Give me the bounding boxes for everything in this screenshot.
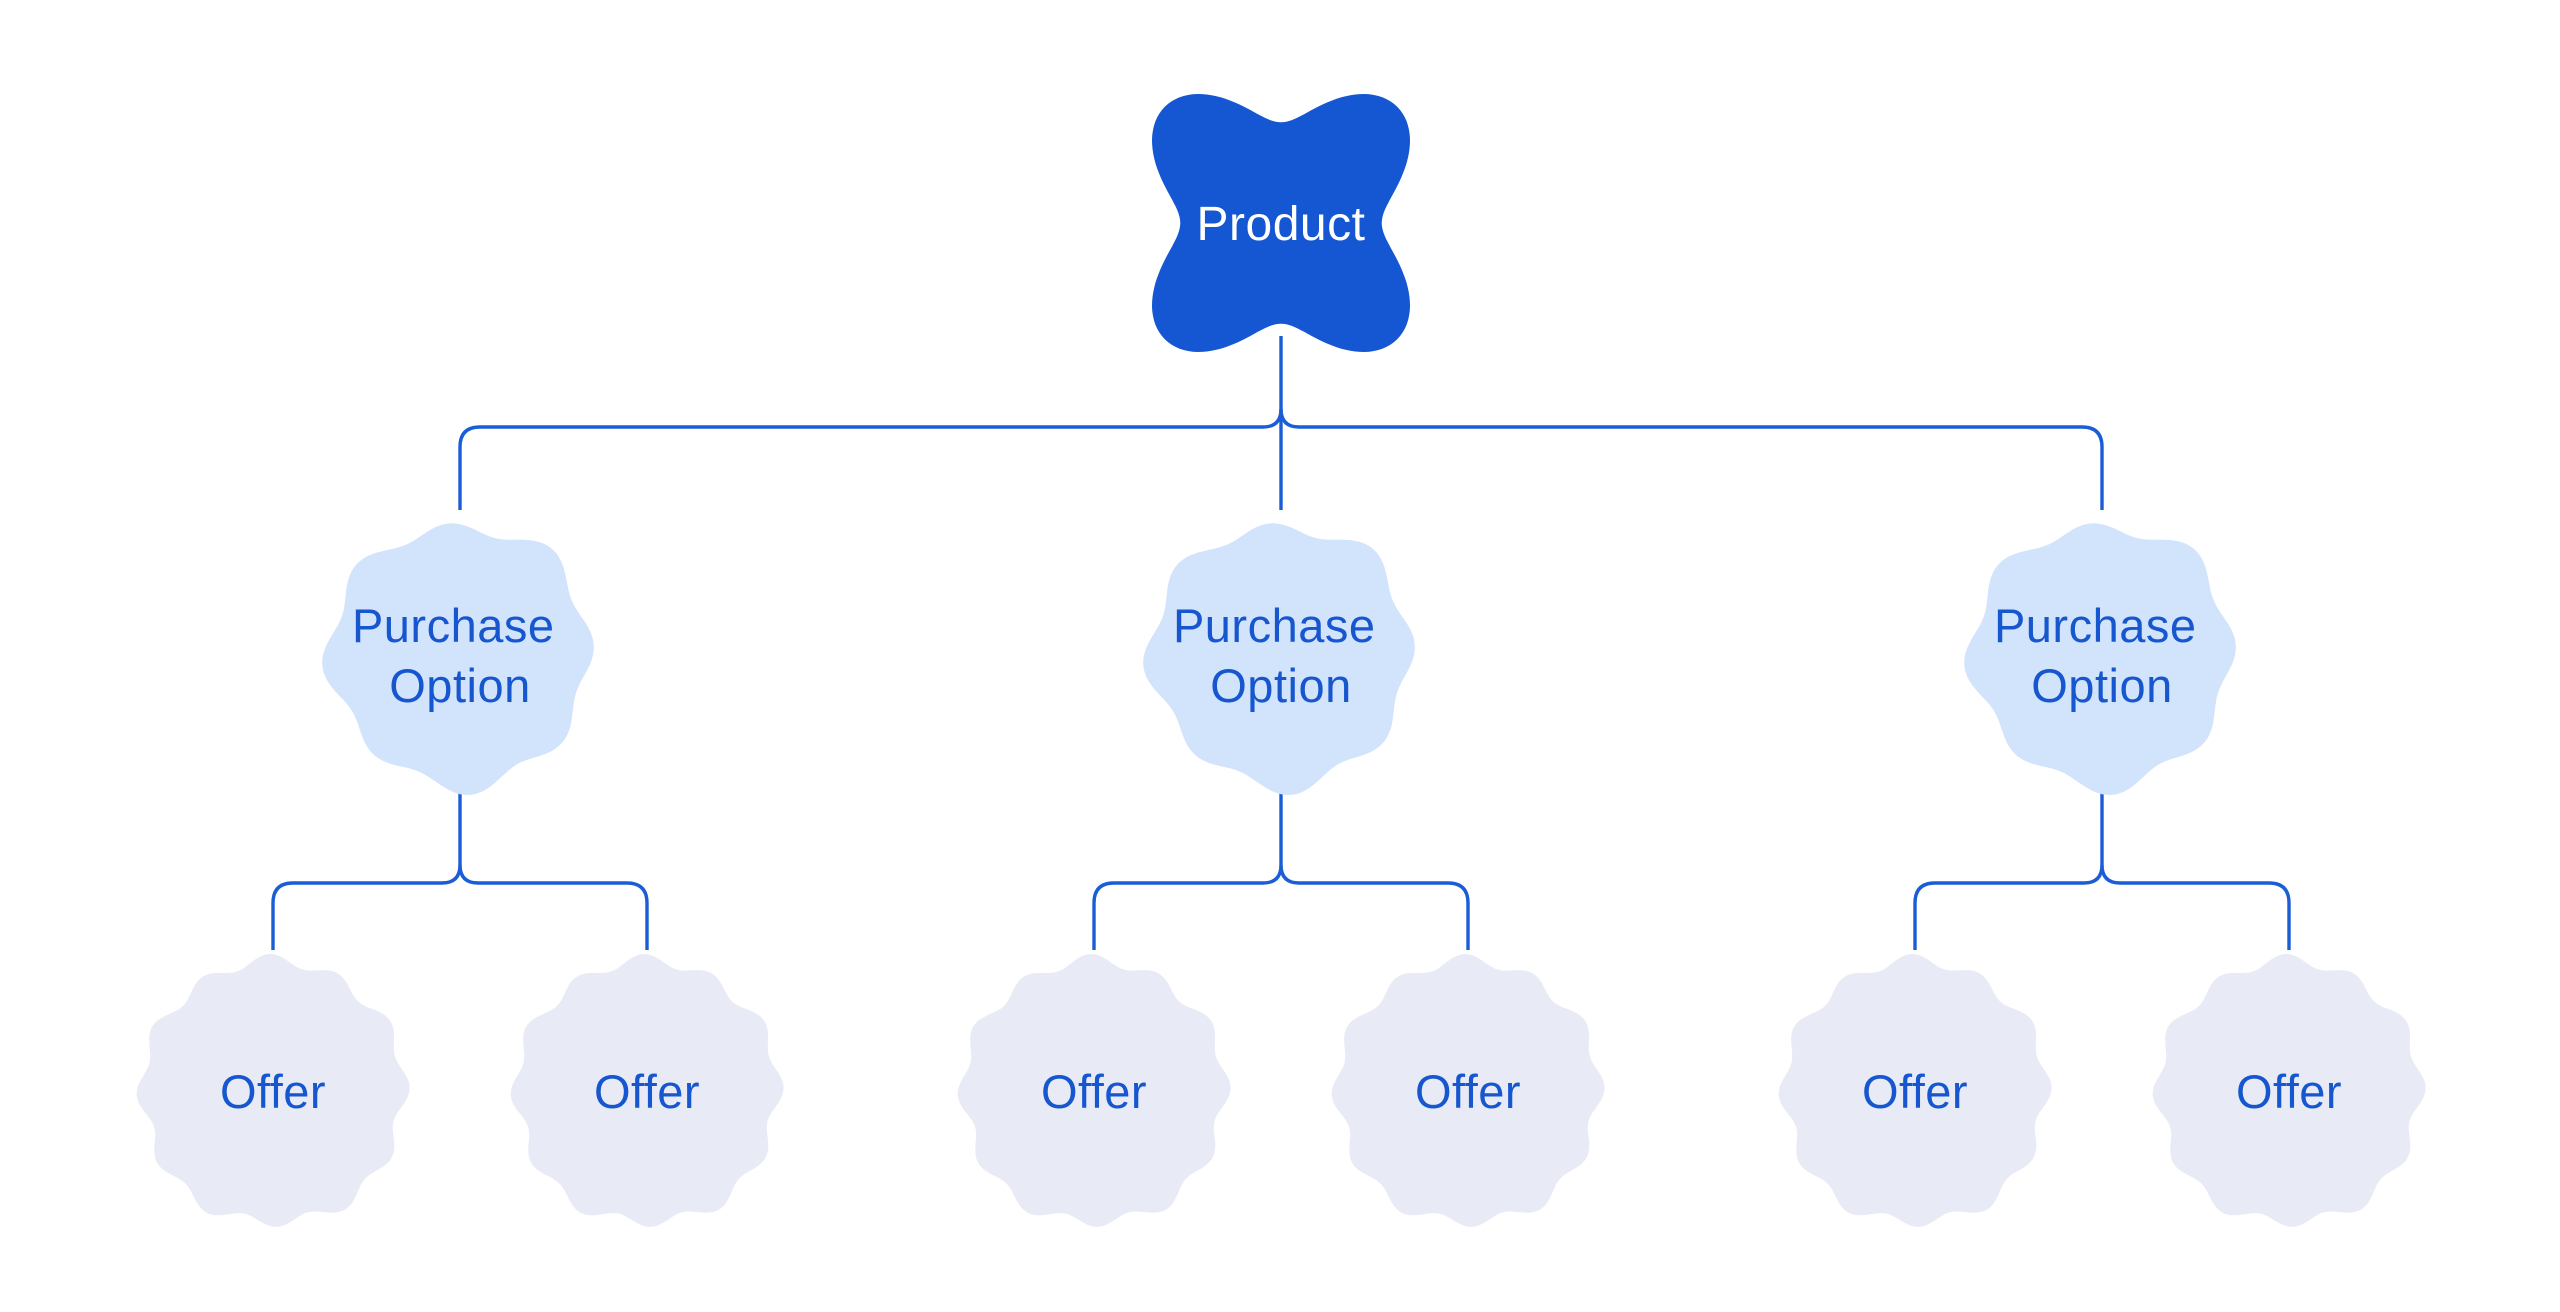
offer-1b-label: Offer [594,1065,700,1118]
purchase-option-1-shape [322,523,594,795]
connector-option3-left [1913,864,2104,950]
purchase-option-3-shape [1964,523,2236,795]
connector-option1-right [458,864,649,950]
offer-node-3b: Offer [2152,954,2426,1227]
connector-option2-to-offers [1092,790,1470,950]
product-node-label: Product [1197,198,1366,251]
purchase-option-1-label: Purchase Option [352,599,568,712]
offer-3a-shape [1778,954,2052,1227]
offer-node-3a: Offer [1778,954,2052,1227]
connector-root-right [1279,408,2104,510]
purchase-option-2-label-line2: Option [1210,659,1351,712]
product-node: Product [1152,94,1410,352]
offer-node-2a: Offer [957,954,1231,1227]
purchase-option-1-label-line2: Option [389,659,530,712]
purchase-option-1-label-line1: Purchase [352,599,555,652]
purchase-option-2-label: Purchase Option [1173,599,1389,712]
offer-3a-label: Offer [1862,1065,1968,1118]
connector-option1-to-offers [271,790,649,950]
offer-2a-shape [957,954,1231,1227]
connector-option3-right [2100,864,2291,950]
offer-1a-shape [136,954,410,1227]
purchase-option-3-label-line2: Option [2031,659,2172,712]
offer-3b-label: Offer [2236,1065,2342,1118]
connector-root-left [458,408,1283,510]
purchase-option-3-label: Purchase Option [1994,599,2210,712]
purchase-option-3-label-line1: Purchase [1994,599,2197,652]
purchase-option-2-label-line1: Purchase [1173,599,1376,652]
connector-option2-left [1092,864,1283,950]
offer-1a-label: Offer [220,1065,326,1118]
connector-option1-left [271,864,462,950]
purchase-option-node-3: Purchase Option [1964,523,2236,795]
offer-3b-shape [2152,954,2426,1227]
offer-node-1b: Offer [510,954,784,1227]
purchase-option-node-1: Purchase Option [322,523,594,795]
offer-1b-shape [510,954,784,1227]
product-node-shape [1152,94,1410,352]
offer-2a-label: Offer [1041,1065,1147,1118]
offer-2b-shape [1331,954,1605,1227]
offer-node-1a: Offer [136,954,410,1227]
offer-2b-label: Offer [1415,1065,1521,1118]
connector-option3-to-offers [1913,790,2291,950]
purchase-option-2-shape [1143,523,1415,795]
connector-option2-right [1279,864,1470,950]
purchase-option-node-2: Purchase Option [1143,523,1415,795]
connector-root-to-options [458,336,2104,510]
offer-node-2b: Offer [1331,954,1605,1227]
